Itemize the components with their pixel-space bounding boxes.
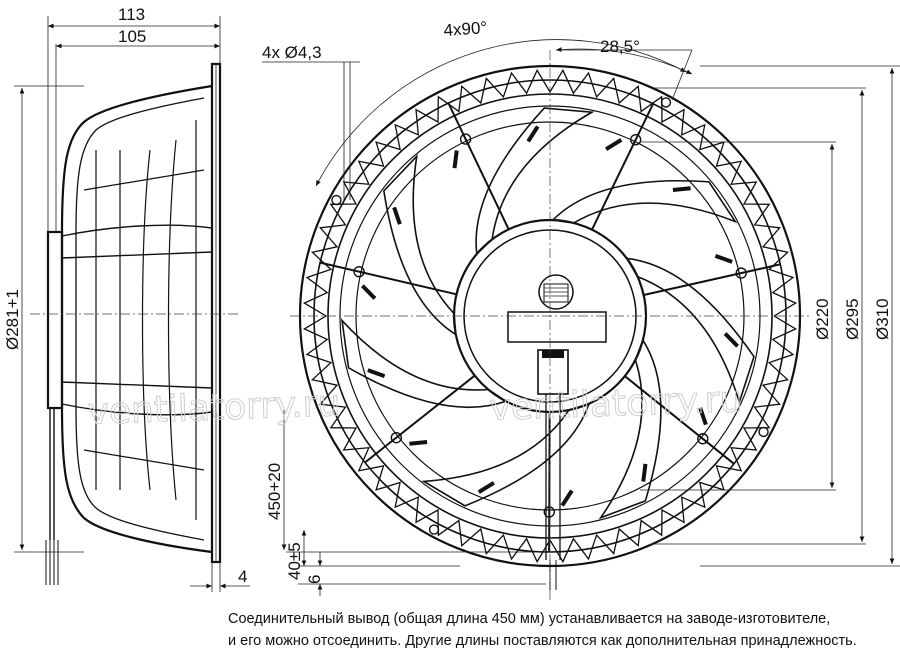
blade-tip-mark — [698, 407, 708, 426]
fan-technical-drawing: 113 105 Ø281+1 4 — [3, 5, 900, 600]
side-motor-hub — [46, 230, 64, 410]
strut-bolt — [390, 431, 403, 444]
blade-tip-mark — [560, 489, 574, 507]
strut-bolt — [543, 506, 555, 518]
side-dimensions: 113 105 Ø281+1 4 — [3, 5, 250, 592]
front-dimensions: 4x Ø4,3 4x90° 28,5° Ø220 Ø295 Ø310 450+2… — [262, 18, 900, 596]
dim-cable-length: 450+20 — [265, 463, 284, 520]
caption-line-2: и его можно отсоединить. Другие длины по… — [228, 633, 857, 649]
blade-tip-mark — [392, 206, 402, 225]
blade-tip-mark — [409, 439, 428, 446]
watermark-left: ventilatorry.ru — [87, 383, 341, 433]
guard-strut — [643, 263, 781, 296]
guard-strut — [624, 375, 735, 465]
front-view — [290, 50, 812, 600]
blade-tip-mark — [641, 463, 648, 482]
fan-blade — [598, 338, 662, 520]
side-cable — [49, 408, 55, 540]
dim-diameter-inner: Ø220 — [813, 298, 832, 340]
dim-cable-offset: 6 — [305, 575, 324, 584]
guard-strut — [548, 411, 551, 553]
dim-side-diameter: Ø281+1 — [3, 289, 22, 350]
dim-hole-pitch-angle: 4x90° — [443, 18, 488, 40]
fan-blade — [625, 257, 755, 405]
blade-tip-mark — [526, 125, 540, 143]
blade-tip-mark — [723, 332, 740, 348]
hub-connector-top — [538, 274, 574, 310]
dim-hole-offset-angle: 28,5° — [600, 37, 640, 56]
mounting-hole — [331, 194, 342, 206]
dim-depth-body: 105 — [118, 27, 146, 46]
blade-tip-mark — [672, 186, 691, 193]
guard-strut — [364, 374, 476, 464]
dim-mount-holes: 4x Ø4,3 — [262, 43, 322, 62]
strut-bolt — [353, 265, 365, 278]
dim-diameter-outer: Ø310 — [873, 298, 892, 340]
fan-blade — [340, 318, 508, 409]
hub-label-plate — [507, 311, 607, 343]
dim-diameter-mid: Ø295 — [843, 298, 862, 340]
blade-tip-mark — [605, 138, 623, 151]
watermark-right: ventilatorry.ru — [489, 379, 743, 429]
mounting-hole — [428, 524, 440, 535]
caption-line-1: Соединительный вывод (общая длина 450 мм… — [228, 611, 831, 627]
blade-tip-mark — [714, 253, 733, 264]
guard-strut — [319, 261, 457, 296]
dim-flange-thickness: 4 — [238, 567, 247, 586]
blade-tip-mark — [367, 368, 386, 379]
fan-blade — [551, 179, 738, 224]
blade-tip-mark — [452, 150, 459, 169]
fan-blade — [421, 402, 591, 507]
strut-bolt — [697, 433, 709, 445]
guard-strut — [591, 103, 655, 231]
blade-tip-mark — [477, 481, 495, 494]
dim-depth-total: 113 — [118, 5, 145, 24]
blade-tip-mark — [360, 284, 377, 300]
side-housing — [60, 84, 213, 554]
strut-bolt — [735, 267, 747, 279]
mounting-hole — [758, 426, 769, 438]
fan-blade — [383, 153, 457, 337]
drawing-caption: Соединительный вывод (общая длина 450 мм… — [228, 608, 898, 652]
mounting-hole — [660, 97, 672, 108]
side-view — [30, 62, 238, 585]
dim-cable-exit: 40±5 — [285, 542, 304, 580]
